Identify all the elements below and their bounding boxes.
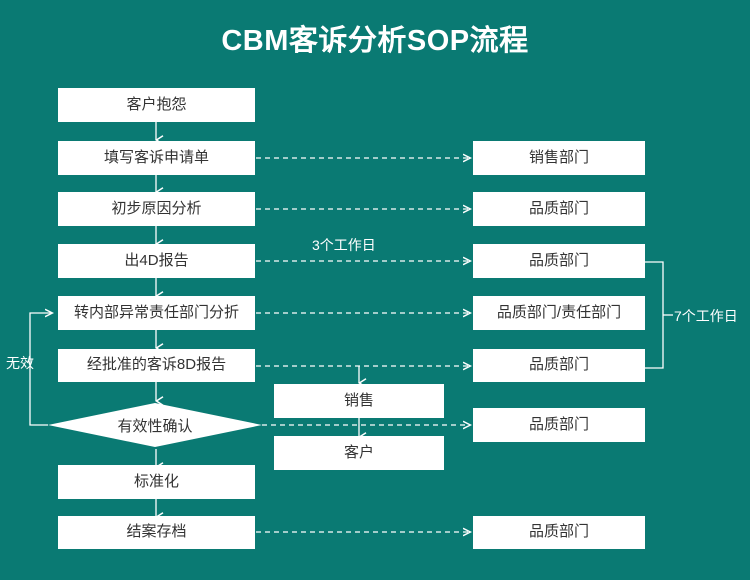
annotation-invalid: 无效 [6,353,34,373]
flow-node-dept-sales[interactable]: 销售部门 [473,141,645,175]
flow-node-standardization[interactable]: 标准化 [58,465,255,499]
flow-node-label: 品质部门 [528,199,589,217]
page-title: CBM客诉分析SOP流程 [221,25,529,57]
flow-node-label: 出4D报告 [124,251,189,269]
flow-node-transfer-to-responsible-dept[interactable]: 转内部异常责任部门分折 [58,296,255,330]
flow-node-label: 品质部门/责任部门 [496,303,622,321]
flow-node-label: 转内部异常责任部门分折 [73,303,239,321]
flow-node-label: 品质部门 [528,523,589,541]
flow-node-label-wrap: 有效性确认 [48,403,262,447]
annotation-three-working-days-text: 3个工作日 [312,237,376,253]
flow-node-preliminary-cause-analysis[interactable]: 初步原因分析 [58,192,255,226]
flow-node-dept-quality-3[interactable]: 品质部门 [473,349,645,382]
flow-node-label: 客户抱怨 [126,95,187,113]
annotation-seven-working-days: 7个工作日 [674,306,738,326]
flow-node-customer-complaint[interactable]: 客户抱怨 [58,88,255,122]
flow-node-label: 销售部门 [528,148,589,166]
flow-node-dept-quality-2[interactable]: 品质部门 [473,244,645,278]
annotation-three-working-days: 3个工作日 [312,235,376,255]
flow-node-4d-report[interactable]: 出4D报告 [58,244,255,278]
flow-node-dept-quality-1[interactable]: 品质部门 [473,192,645,226]
flow-node-fill-complaint-form[interactable]: 填写客诉申请单 [58,141,255,175]
flow-node-approved-8d-report[interactable]: 经批准的客诉8D报告 [58,349,255,382]
annotation-invalid-text: 无效 [6,355,34,371]
flow-node-dept-quality-responsible[interactable]: 品质部门/责任部门 [473,296,645,330]
flow-node-effectiveness-confirmation[interactable]: 有效性确认 [48,403,262,447]
annotation-seven-working-days-text: 7个工作日 [674,308,738,324]
flow-node-label: 填写客诉申请单 [103,148,209,166]
flow-node-label: 经批准的客诉8D报告 [86,356,227,374]
flow-node-case-closure-archive[interactable]: 结案存档 [58,516,255,549]
flow-node-dept-quality-4[interactable]: 品质部门 [473,408,645,442]
flow-node-label: 销售 [343,391,374,409]
flow-node-label: 初步原因分析 [111,199,202,217]
flow-node-sales[interactable]: 销售 [274,384,444,418]
flow-node-label: 品质部门 [528,415,589,433]
flow-node-customer[interactable]: 客户 [274,436,444,470]
flow-node-label: 结案存档 [126,523,187,541]
flow-node-label: 有效性确认 [117,417,193,435]
diamond-shape [48,403,262,447]
flow-node-dept-quality-5[interactable]: 品质部门 [473,516,645,549]
flow-node-label: 标准化 [133,472,179,490]
flow-node-label: 客户 [343,443,374,461]
flow-node-label: 品质部门 [528,251,589,269]
flow-node-label: 品质部门 [528,356,589,374]
